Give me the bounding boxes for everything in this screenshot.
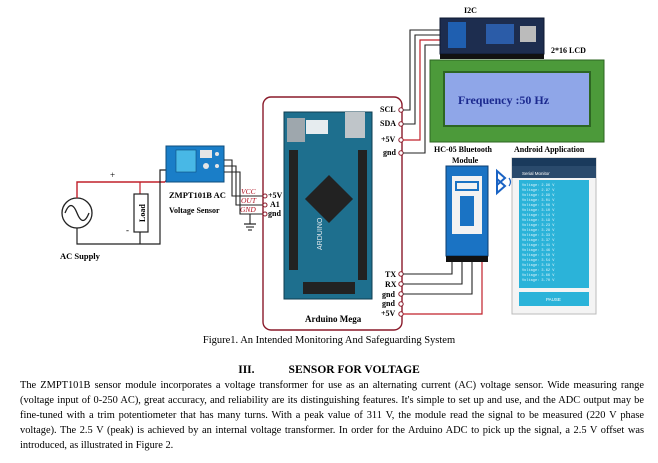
- svg-text:Voltage: 3.58 V: Voltage: 3.58 V: [522, 263, 555, 268]
- svg-text:Voltage: 3.70 V: Voltage: 3.70 V: [522, 278, 555, 283]
- pin-a1: A1: [270, 200, 280, 209]
- bt-title-line1: HC-05 Bluetooth: [434, 145, 493, 154]
- pin-gnd-b2: gnd: [382, 299, 395, 308]
- arduino-mega-board: ARDUINO Arduino Mega: [283, 111, 373, 324]
- i2c-label: I2C: [464, 6, 477, 15]
- lcd-display-text: Frequency :50 Hz: [458, 93, 550, 107]
- figure-caption: Figure1. An Intended Monitoring And Safe…: [202, 335, 456, 346]
- arduino-i2c-pins: SCL SDA +5V gnd: [380, 29, 440, 157]
- svg-text:Voltage: 3.23 V: Voltage: 3.23 V: [522, 223, 555, 228]
- arduino-left-pins: +5V A1 gnd: [262, 191, 283, 218]
- svg-text:Voltage: 3.37 V: Voltage: 3.37 V: [522, 238, 555, 243]
- android-phone: Android Application Serial Monitor Volta…: [511, 145, 597, 315]
- bt-title-line2: Module: [452, 156, 479, 165]
- body-paragraph: The ZMPT101B sensor module incorporates …: [20, 380, 644, 451]
- plus-label: +: [110, 170, 115, 180]
- android-title: Android Application: [514, 145, 585, 154]
- load-box: [133, 193, 149, 233]
- svg-text:Voltage: 2.97 V: Voltage: 2.97 V: [522, 188, 555, 193]
- sensor-pin-gnd: GND: [240, 205, 256, 214]
- minus-label: -: [126, 225, 129, 235]
- svg-text:Voltage: 3.33 V: Voltage: 3.33 V: [522, 233, 555, 238]
- svg-text:Voltage: 3.06 V: Voltage: 3.06 V: [522, 203, 555, 208]
- svg-text:Voltage: 2.99 V: Voltage: 2.99 V: [522, 193, 555, 198]
- pin-tx: TX: [385, 270, 396, 279]
- pin-scl: SCL: [380, 105, 396, 114]
- pin-gnd-top: gnd: [383, 148, 396, 157]
- svg-text:ARDUINO: ARDUINO: [317, 217, 324, 250]
- zmpt101b-sensor-module: ZMPT101B AC Voltage Sensor VCC OUT GND: [165, 145, 265, 231]
- svg-text:Voltage: 3.62 V: Voltage: 3.62 V: [522, 268, 555, 273]
- arduino-serial-pins: TX RX gnd gnd +5V: [381, 262, 483, 318]
- sensor-title-line2: Voltage Sensor: [169, 206, 220, 215]
- svg-text:Voltage: 2.96 V: Voltage: 2.96 V: [522, 183, 555, 188]
- phone-pause-button: PAUSE: [546, 297, 561, 302]
- load-label: Load: [138, 204, 147, 222]
- phone-bar-title: Serial Monitor: [522, 171, 550, 176]
- section-heading: III. SENSOR FOR VOLTAGE: [0, 364, 658, 376]
- i2c-adapter: I2C: [439, 6, 545, 59]
- svg-text:Voltage: 3.54 V: Voltage: 3.54 V: [522, 258, 555, 263]
- svg-text:Voltage: 3.19 V: Voltage: 3.19 V: [522, 218, 555, 223]
- sensor-pin-out: OUT: [241, 196, 257, 205]
- svg-text:Voltage: 3.14 V: Voltage: 3.14 V: [522, 213, 555, 218]
- system-diagram: Load + - AC Supply ZMPT101B AC Voltage S…: [60, 6, 605, 331]
- hc05-bluetooth-module: HC-05 Bluetooth Module: [434, 145, 516, 262]
- pin-5v-left: +5V: [268, 191, 283, 200]
- pin-gnd-left: gnd: [268, 209, 281, 218]
- svg-text:Voltage: 3.28 V: Voltage: 3.28 V: [522, 228, 555, 233]
- ac-supply-circuit: Load + - AC Supply: [60, 169, 173, 261]
- sine-wave-icon: [64, 204, 90, 222]
- svg-text:Voltage: 3.46 V: Voltage: 3.46 V: [522, 248, 555, 253]
- section-number: III.: [238, 364, 255, 376]
- pin-sda: SDA: [380, 119, 396, 128]
- lcd-module: 2*16 LCD Frequency :50 Hz: [429, 46, 605, 143]
- svg-text:Voltage: 3.01 V: Voltage: 3.01 V: [522, 198, 555, 203]
- pin-gnd-b1: gnd: [382, 290, 395, 299]
- svg-text:Voltage: 3.66 V: Voltage: 3.66 V: [522, 273, 555, 278]
- sensor-title-line1: ZMPT101B AC: [169, 190, 226, 200]
- sensor-pin-vcc: VCC: [241, 187, 257, 196]
- section-title: SENSOR FOR VOLTAGE: [288, 364, 420, 376]
- pin-5v-bottom: +5V: [381, 309, 396, 318]
- bluetooth-icon: [496, 168, 507, 196]
- lcd-title: 2*16 LCD: [551, 46, 586, 55]
- arduino-mega-label: Arduino Mega: [305, 314, 362, 324]
- svg-text:Voltage: 3.50 V: Voltage: 3.50 V: [522, 253, 555, 258]
- svg-text:Voltage: 3.10 V: Voltage: 3.10 V: [522, 208, 555, 213]
- pin-rx: RX: [385, 280, 397, 289]
- ac-supply-label: AC Supply: [60, 251, 101, 261]
- pin-5v-top: +5V: [381, 135, 396, 144]
- svg-text:Voltage: 3.41 V: Voltage: 3.41 V: [522, 243, 555, 248]
